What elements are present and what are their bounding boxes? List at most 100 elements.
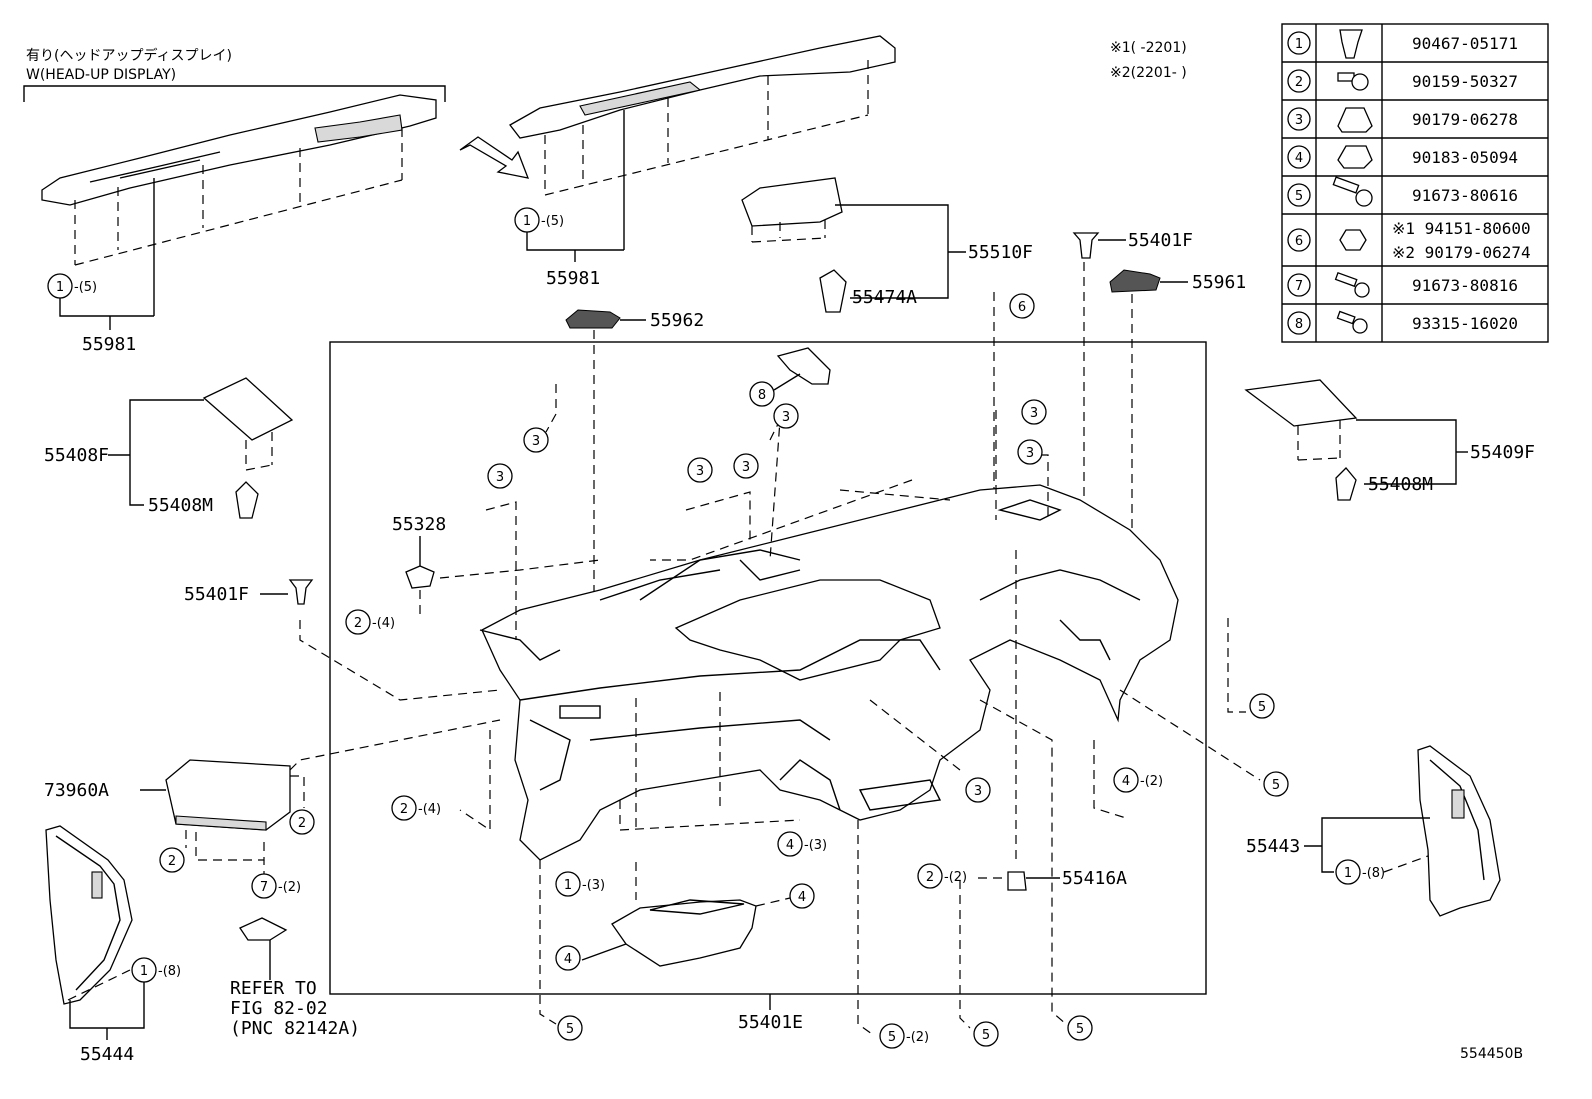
table-row: 3 90179-06278 (1287, 107, 1518, 133)
refer-line2: FIG 82-02 (230, 998, 328, 1019)
row-part: 91673-80816 (1412, 276, 1518, 295)
part-55474A: 55474A (852, 287, 917, 308)
callout-4: 4 (1122, 774, 1130, 789)
row-part-b: ※2 90179-06274 (1392, 243, 1531, 262)
qty-3: -(3) (804, 838, 827, 853)
qty-2: -(2) (906, 1030, 929, 1045)
part-55981-headup: 55981 (82, 334, 136, 355)
part-55416A: 55416A (1062, 868, 1127, 889)
73960A-group: 73960A (44, 759, 305, 861)
callout-2: 2 (168, 854, 176, 869)
callout-3: 3 (532, 434, 540, 449)
row-no: 1 (1295, 37, 1303, 52)
part-55401E: 55401E (738, 1012, 803, 1033)
qty-3: -(3) (582, 878, 605, 893)
table-row: 2 90159-50327 (1287, 69, 1518, 93)
callout-1: 1 (1344, 866, 1352, 881)
table-row: 1 90467-05171 (1287, 29, 1518, 59)
55401F-top-group: 55401F 55961 (1072, 230, 1246, 560)
55443-group: 55443 1 -(8) (1246, 745, 1501, 917)
row-no: 4 (1295, 151, 1303, 166)
note-1: ※1( -2201) (1110, 40, 1187, 56)
u-nut-icon (1337, 145, 1373, 169)
arrow-icon (459, 136, 530, 179)
row-part: 90183-05094 (1412, 148, 1518, 167)
part-55961: 55961 (1192, 272, 1246, 293)
55409F-group: 55409F 55408M (1244, 379, 1535, 501)
headup-display-group: 有り(ヘッドアップディスプレイ) W(HEAD-UP DISPLAY) 1 -(… (23, 47, 446, 355)
refer-line3: (PNC 82142A) (230, 1018, 360, 1039)
lower-box (611, 899, 757, 967)
55510F-group: 55510F 55474A (741, 177, 1033, 313)
qty-2: -(2) (944, 870, 967, 885)
connector-icon (239, 917, 288, 941)
callout-3: 3 (1026, 446, 1034, 461)
row-no: 2 (1295, 75, 1303, 90)
part-73960A: 73960A (44, 780, 109, 801)
table-row: 7 91673-80816 (1287, 271, 1518, 298)
table-row: 5 91673-80616 (1287, 176, 1518, 207)
part-55510F: 55510F (968, 242, 1033, 263)
row-part: 93315-16020 (1412, 314, 1518, 333)
callout-5: 5 (1272, 778, 1280, 793)
part-55409F: 55409F (1470, 442, 1535, 463)
callout-8: 8 (758, 388, 766, 403)
upper-pad-group: 1 -(5) 55981 (509, 35, 896, 289)
callout-4: 4 (564, 952, 572, 967)
callout-1: 1 (140, 964, 148, 979)
qty-8: -(8) (158, 964, 181, 979)
callout-5: 5 (888, 1030, 896, 1045)
row-no: 5 (1295, 189, 1303, 204)
screw-icon (1337, 72, 1369, 91)
callout-6: 6 (1018, 300, 1026, 315)
callouts: 3 3 3 3 3 3 3 3 8 2 -(4) 2 -(4) 2 2 7 -(… (159, 373, 1289, 1049)
callout-5: 5 (566, 1022, 574, 1037)
55408F-group: 55408F 55408M (44, 377, 294, 519)
part-55962: 55962 (650, 310, 704, 331)
part-55401F: 55401F (184, 584, 249, 605)
upper-pad-headup (41, 94, 437, 206)
row-part: 90159-50327 (1412, 72, 1518, 91)
headup-label-en: W(HEAD-UP DISPLAY) (26, 67, 176, 83)
qty-2: -(2) (278, 880, 301, 895)
instrument-panel-body (479, 484, 1179, 861)
clip-icon (1339, 29, 1363, 59)
row-part: 90467-05171 (1412, 34, 1518, 53)
callout-2: 2 (926, 870, 934, 885)
hex-nut-icon (1339, 229, 1367, 251)
row-part: 91673-80616 (1412, 186, 1518, 205)
part-55444: 55444 (80, 1044, 134, 1065)
headup-label-jp: 有り(ヘッドアップディスプレイ) (26, 47, 232, 64)
table-row: 8 93315-16020 (1287, 310, 1518, 335)
callout-5: 5 (982, 1028, 990, 1043)
callout-3: 3 (742, 460, 750, 475)
row-no: 7 (1295, 279, 1303, 294)
part-55408M: 55408M (1368, 474, 1433, 495)
callout-2: 2 (354, 616, 362, 631)
part-55981: 55981 (546, 268, 600, 289)
callout-2: 2 (298, 816, 306, 831)
callout-3: 3 (1030, 406, 1038, 421)
nut-clip-icon (1337, 107, 1373, 133)
qty-5: -(5) (541, 214, 564, 229)
part-55443: 55443 (1246, 836, 1300, 857)
callout-5: 5 (1076, 1022, 1084, 1037)
fastener-table: 1 90467-05171 2 90159-50327 3 90179-0627… (1281, 23, 1549, 343)
row-no: 3 (1295, 113, 1303, 128)
part-55401F: 55401F (1128, 230, 1193, 251)
bolt-icon (1332, 176, 1373, 207)
leader-lines (263, 384, 1261, 1035)
qty-4: -(4) (418, 802, 441, 817)
part-55408M: 55408M (148, 495, 213, 516)
instrument-panel-frame (329, 341, 1207, 995)
callout-7: 7 (260, 880, 268, 895)
callout-1: 1 (564, 878, 572, 893)
callout-5: 5 (1258, 700, 1266, 715)
part-55408F: 55408F (44, 445, 109, 466)
row-part: 90179-06278 (1412, 110, 1518, 129)
note-2: ※2(2201- ) (1110, 65, 1187, 81)
table-row: 6 ※1 94151-80600 ※2 90179-06274 (1287, 219, 1531, 262)
part-55328: 55328 (392, 514, 446, 535)
callout-1: 1 (56, 280, 64, 295)
